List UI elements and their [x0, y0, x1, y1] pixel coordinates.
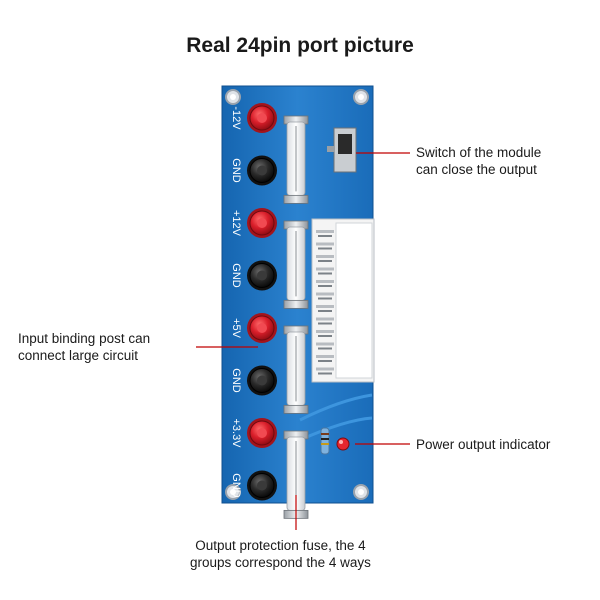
mounting-hole: [353, 89, 369, 105]
connector-pin-shadow: [318, 335, 332, 337]
connector-pin: [316, 355, 334, 358]
indicator-callout: Power output indicator: [416, 436, 550, 453]
rail-gnd-label: GND: [230, 368, 242, 393]
switch-callout-line2: can close the output: [416, 162, 537, 177]
connector-pin-shadow: [318, 310, 332, 312]
binding-post-red: [247, 313, 277, 343]
connector-pin: [316, 317, 334, 321]
mounting-hole: [225, 484, 241, 500]
rail-voltage-label: +5V: [230, 318, 242, 339]
fuse-holder: [283, 430, 309, 519]
connector-pin: [316, 280, 334, 283]
connector-pin-shadow: [318, 297, 332, 300]
rail-gnd-label: GND: [230, 158, 242, 183]
binding-post-callout-line1: Input binding post can: [18, 331, 151, 346]
callout-lines: [196, 152, 410, 530]
binding-post-red: [247, 103, 277, 133]
connector-pin-shadow: [318, 272, 332, 275]
connector-pin: [316, 330, 334, 333]
connector-pin: [316, 367, 334, 371]
connector-pin-shadow: [318, 235, 332, 237]
connector-pin: [316, 292, 334, 296]
switch-callout-line1: Switch of the module: [416, 145, 542, 160]
power-led: [336, 437, 350, 451]
switch-callout: Switch of the module can close the outpu…: [416, 144, 541, 178]
connector-pin: [316, 342, 334, 346]
mounting-hole: [225, 89, 241, 105]
page-title: Real 24pin port picture: [186, 34, 414, 57]
fuse-holder: [283, 220, 309, 309]
connector-pin-shadow: [318, 372, 332, 375]
rail-gnd-label: GND: [230, 263, 242, 288]
connector-pin: [316, 255, 334, 258]
slide-switch: [327, 127, 357, 173]
connector-pin-shadow: [318, 260, 332, 262]
resistor: [320, 427, 330, 455]
rail-voltage-label: +3.3V: [230, 418, 242, 448]
connector-pin-shadow: [318, 285, 332, 287]
binding-post-red: [247, 418, 277, 448]
fuse-callout-line2: groups correspond the 4 ways: [190, 555, 371, 570]
rail-voltage-label: +12V: [230, 210, 242, 237]
binding-post-black: [247, 470, 277, 501]
fuse-callout-line1: Output protection fuse, the 4: [195, 538, 366, 553]
connector-pin: [316, 242, 334, 246]
fuse-holder: [283, 115, 309, 204]
connector-pin: [316, 267, 334, 271]
pcb-trace: [299, 393, 373, 422]
connector-pin-shadow: [318, 347, 332, 350]
fuse-callout: Output protection fuse, the 4 groups cor…: [190, 537, 371, 571]
indicator-callout-line1: Power output indicator: [416, 437, 551, 452]
binding-post-black: [247, 365, 277, 396]
connector-pin-shadow: [318, 322, 332, 325]
binding-post-black: [247, 155, 277, 186]
fuse-holder: [283, 325, 309, 414]
connector-pin-shadow: [318, 360, 332, 362]
atx-24pin-connector: [311, 218, 375, 383]
rail-voltage-label: -12V: [230, 106, 242, 130]
connector-pin: [316, 230, 334, 233]
rail-gnd-label: GND: [230, 473, 242, 498]
binding-post-callout-line2: connect large circuit: [18, 348, 139, 363]
binding-post-red: [247, 208, 277, 238]
binding-post-callout: Input binding post can connect large cir…: [18, 330, 150, 364]
binding-post-black: [247, 260, 277, 291]
connector-pin-shadow: [318, 247, 332, 250]
mounting-hole: [353, 484, 369, 500]
connector-pin: [316, 305, 334, 308]
